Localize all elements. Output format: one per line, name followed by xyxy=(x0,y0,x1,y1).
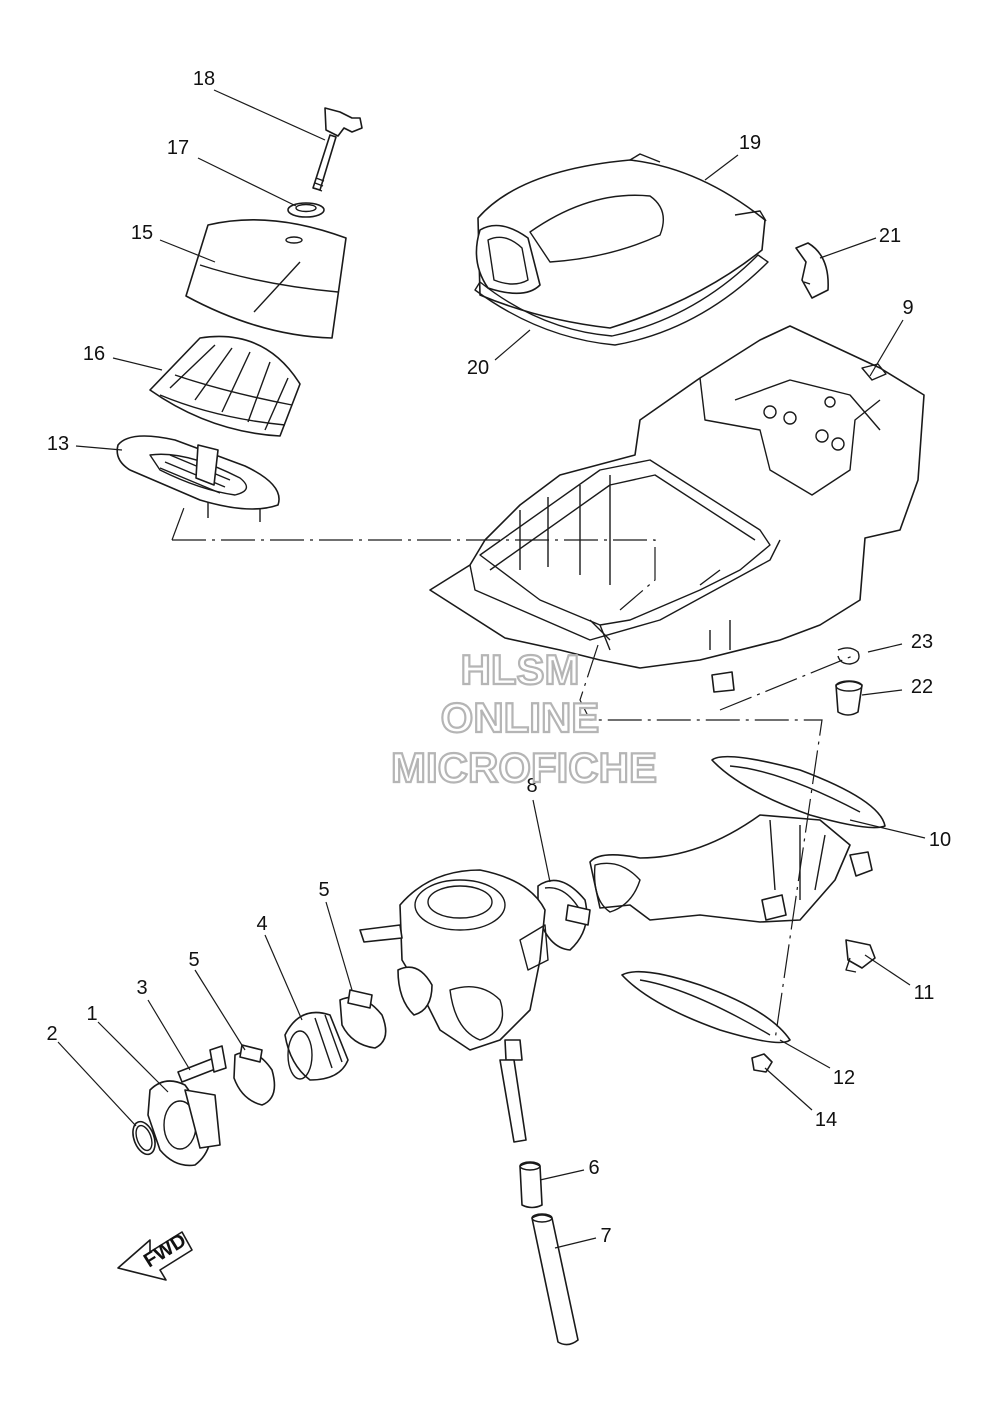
callout-10: 10 xyxy=(929,829,951,851)
part-16-filter-cage xyxy=(149,335,301,437)
part-9-airbox-case xyxy=(429,325,925,693)
callout-13: 13 xyxy=(47,433,69,455)
part-18-wing-bolt xyxy=(312,107,363,192)
watermark-line-2: ONLINE xyxy=(441,694,600,741)
callout-16: 16 xyxy=(83,343,105,365)
callout-9: 9 xyxy=(902,297,913,319)
callout-22: 22 xyxy=(911,676,933,698)
callout-14: 14 xyxy=(815,1109,837,1131)
callout-23: 23 xyxy=(911,631,933,653)
callout-1: 1 xyxy=(86,1003,97,1025)
watermark: HLSM ONLINE MICROFICHE xyxy=(390,645,658,792)
part-12-gasket xyxy=(621,970,791,1044)
part-10-air-joint xyxy=(589,755,886,923)
assembly-line-13-stub xyxy=(171,504,186,541)
part-5-clamp-right xyxy=(339,989,387,1049)
part-22-drain-cap xyxy=(835,680,863,716)
part-15-filter-element xyxy=(185,218,347,339)
part-20-lid-seal xyxy=(474,254,769,346)
callout-5-right: 5 xyxy=(318,879,329,901)
callout-3: 3 xyxy=(136,977,147,999)
part-11-elbow-fitting xyxy=(845,939,876,973)
callout-8: 8 xyxy=(526,775,537,797)
callout-19: 19 xyxy=(739,132,761,154)
callout-7: 7 xyxy=(600,1225,611,1247)
assembly-line-13 xyxy=(172,539,656,611)
part-5-clamp-left xyxy=(233,1044,276,1106)
fwd-arrow-icon: FWD xyxy=(117,1229,193,1281)
callout-15: 15 xyxy=(131,222,153,244)
callout-18: 18 xyxy=(193,68,215,90)
part-21-clip xyxy=(795,242,829,299)
part-7-hose xyxy=(531,1213,579,1346)
leader-lines xyxy=(57,89,926,1249)
part-2-o-ring xyxy=(132,1120,156,1156)
callout-11: 11 xyxy=(914,982,935,1004)
part-6-hose-joint xyxy=(519,1161,543,1209)
callout-6: 6 xyxy=(588,1157,599,1179)
assembly-line-22 xyxy=(719,654,856,711)
callout-17: 17 xyxy=(167,137,189,159)
callout-5-left: 5 xyxy=(188,949,199,971)
part-23-spring-clip xyxy=(837,647,860,665)
callout-4: 4 xyxy=(256,913,267,935)
watermark-line-1: HLSM xyxy=(461,646,580,693)
callout-21: 21 xyxy=(879,225,901,247)
part-3-bolt xyxy=(177,1045,227,1083)
part-17-washer xyxy=(287,202,325,218)
part-4-joint xyxy=(284,1011,349,1081)
callouts: 1 2 3 4 5 5 6 7 8 9 10 11 12 13 14 15 16… xyxy=(46,68,951,1247)
part-14-nut xyxy=(751,1053,773,1073)
part-19-airbox-lid xyxy=(475,153,767,329)
callout-2: 2 xyxy=(46,1023,57,1045)
assembly-line-10 xyxy=(579,644,823,1041)
carburetor xyxy=(359,869,549,1143)
part-13-filter-base xyxy=(116,435,280,522)
watermark-line-3: MICROFICHE xyxy=(391,744,657,791)
callout-20: 20 xyxy=(467,357,489,379)
part-1-manifold xyxy=(147,1080,221,1167)
part-8-band xyxy=(537,879,591,951)
callout-12: 12 xyxy=(833,1067,855,1089)
